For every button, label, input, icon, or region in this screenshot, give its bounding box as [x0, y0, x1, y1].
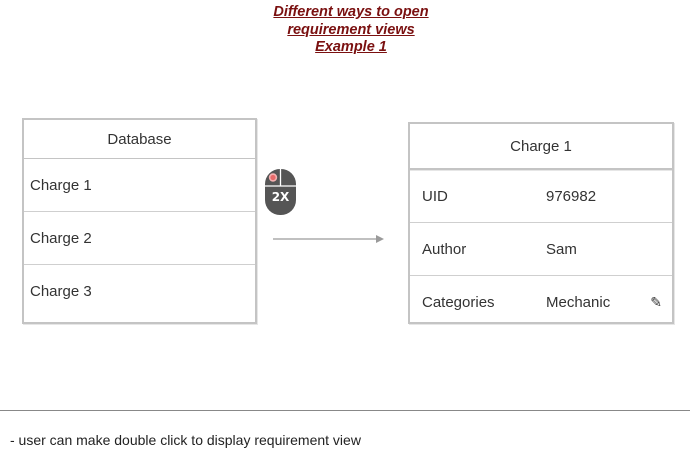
divider — [0, 410, 690, 411]
field-value-author: Sam — [546, 240, 577, 258]
database-item-charge-3[interactable]: Charge 3 — [30, 283, 92, 300]
arrow-right-icon — [273, 235, 384, 243]
field-value-categories: Mechanic — [546, 294, 611, 311]
title-line-1: Different ways to open — [273, 4, 429, 20]
database-item-charge-1[interactable]: Charge 1 — [24, 159, 255, 212]
page-title: Different ways to open requirement views… — [0, 4, 690, 57]
field-label-uid: UID — [422, 187, 448, 205]
field-categories: Categories Mechanic ✎ — [410, 276, 672, 329]
field-value-uid: 976982 — [546, 187, 597, 205]
database-item-charge-2[interactable]: Charge 2 — [24, 212, 255, 265]
field-author: Author Sam — [410, 223, 672, 276]
title-line-2: requirement views — [287, 21, 415, 38]
field-uid: UID 976982 — [410, 170, 672, 223]
title-line-3: Example 1 — [315, 39, 387, 55]
description-note: - user can make double click to display … — [10, 432, 361, 448]
pencil-icon[interactable]: ✎ — [650, 294, 662, 310]
requirement-view-header: Charge 1 — [410, 124, 672, 170]
requirement-view-panel: Charge 1 UID 976982 Author Sam Categorie… — [408, 122, 674, 324]
database-list-panel: Database Charge 1 Charge 2 Charge 3 — [22, 118, 257, 324]
double-click-count: 2X — [271, 190, 290, 204]
mouse-icon — [265, 169, 296, 215]
field-label-author: Author — [422, 240, 467, 258]
database-header: Database — [24, 120, 255, 159]
field-label-categories: Categories — [422, 294, 495, 311]
